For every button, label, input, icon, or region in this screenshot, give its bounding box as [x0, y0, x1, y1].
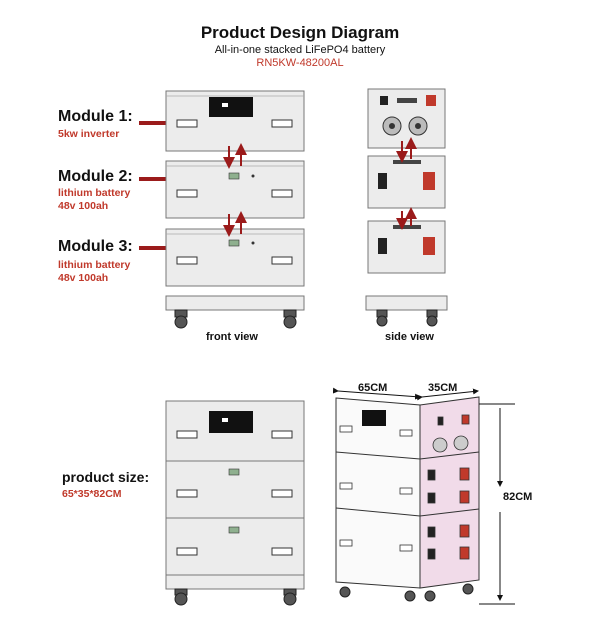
inverter-display [209, 97, 253, 117]
front-wheels [174, 309, 297, 329]
module-3-label: Module 3: [58, 238, 133, 255]
module-2-label: Module 2: [58, 168, 133, 185]
side-view-cabinet [365, 88, 448, 311]
diagram-title: Product Design Diagram [200, 23, 400, 42]
assembled-inverter-display [209, 411, 253, 433]
product-size-label: product size: [62, 469, 150, 485]
front-view-label: front view [206, 331, 258, 343]
side-wheels [376, 309, 438, 327]
side-view-label: side view [385, 331, 434, 343]
module-1-label: Module 1: [58, 108, 133, 125]
side-base [365, 295, 448, 311]
model-number: RN5KW-48200AL [256, 57, 344, 69]
diagram-subtitle: All-in-one stacked LiFePO4 battery [214, 44, 386, 56]
product-size-value: 65*35*82CM [62, 488, 122, 500]
module-1-desc: 5kw inverter [58, 128, 120, 140]
front-handles [176, 119, 293, 265]
height-dimension-label: 82CM [503, 491, 533, 503]
front-base [165, 295, 305, 311]
